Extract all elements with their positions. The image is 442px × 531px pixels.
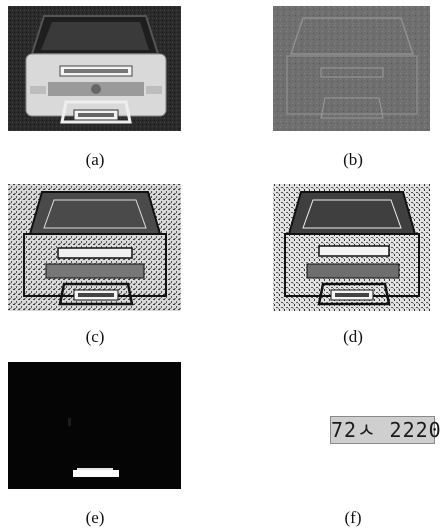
- caption-e: (e): [85, 508, 105, 527]
- panel-b-image: [273, 6, 430, 131]
- panel-c-image: [8, 184, 181, 311]
- van-photo: [8, 6, 181, 131]
- plate-region-mask: [8, 362, 181, 489]
- caption-b: (b): [343, 150, 363, 169]
- edge-enhanced-van-alt: [273, 184, 430, 311]
- caption-c: (c): [85, 327, 105, 346]
- panel-f-image: 72ㅅ 2220: [330, 416, 442, 444]
- texture-map: [273, 6, 430, 131]
- caption-d: (d): [343, 327, 363, 346]
- plate-text: 72ㅅ 2220: [331, 418, 442, 442]
- panel-d-image: [273, 184, 430, 311]
- caption-a: (a): [85, 150, 105, 169]
- panel-a-image: [8, 6, 181, 131]
- edge-enhanced-van: [8, 184, 181, 311]
- caption-f: (f): [344, 508, 362, 527]
- panel-e-image: [8, 362, 181, 489]
